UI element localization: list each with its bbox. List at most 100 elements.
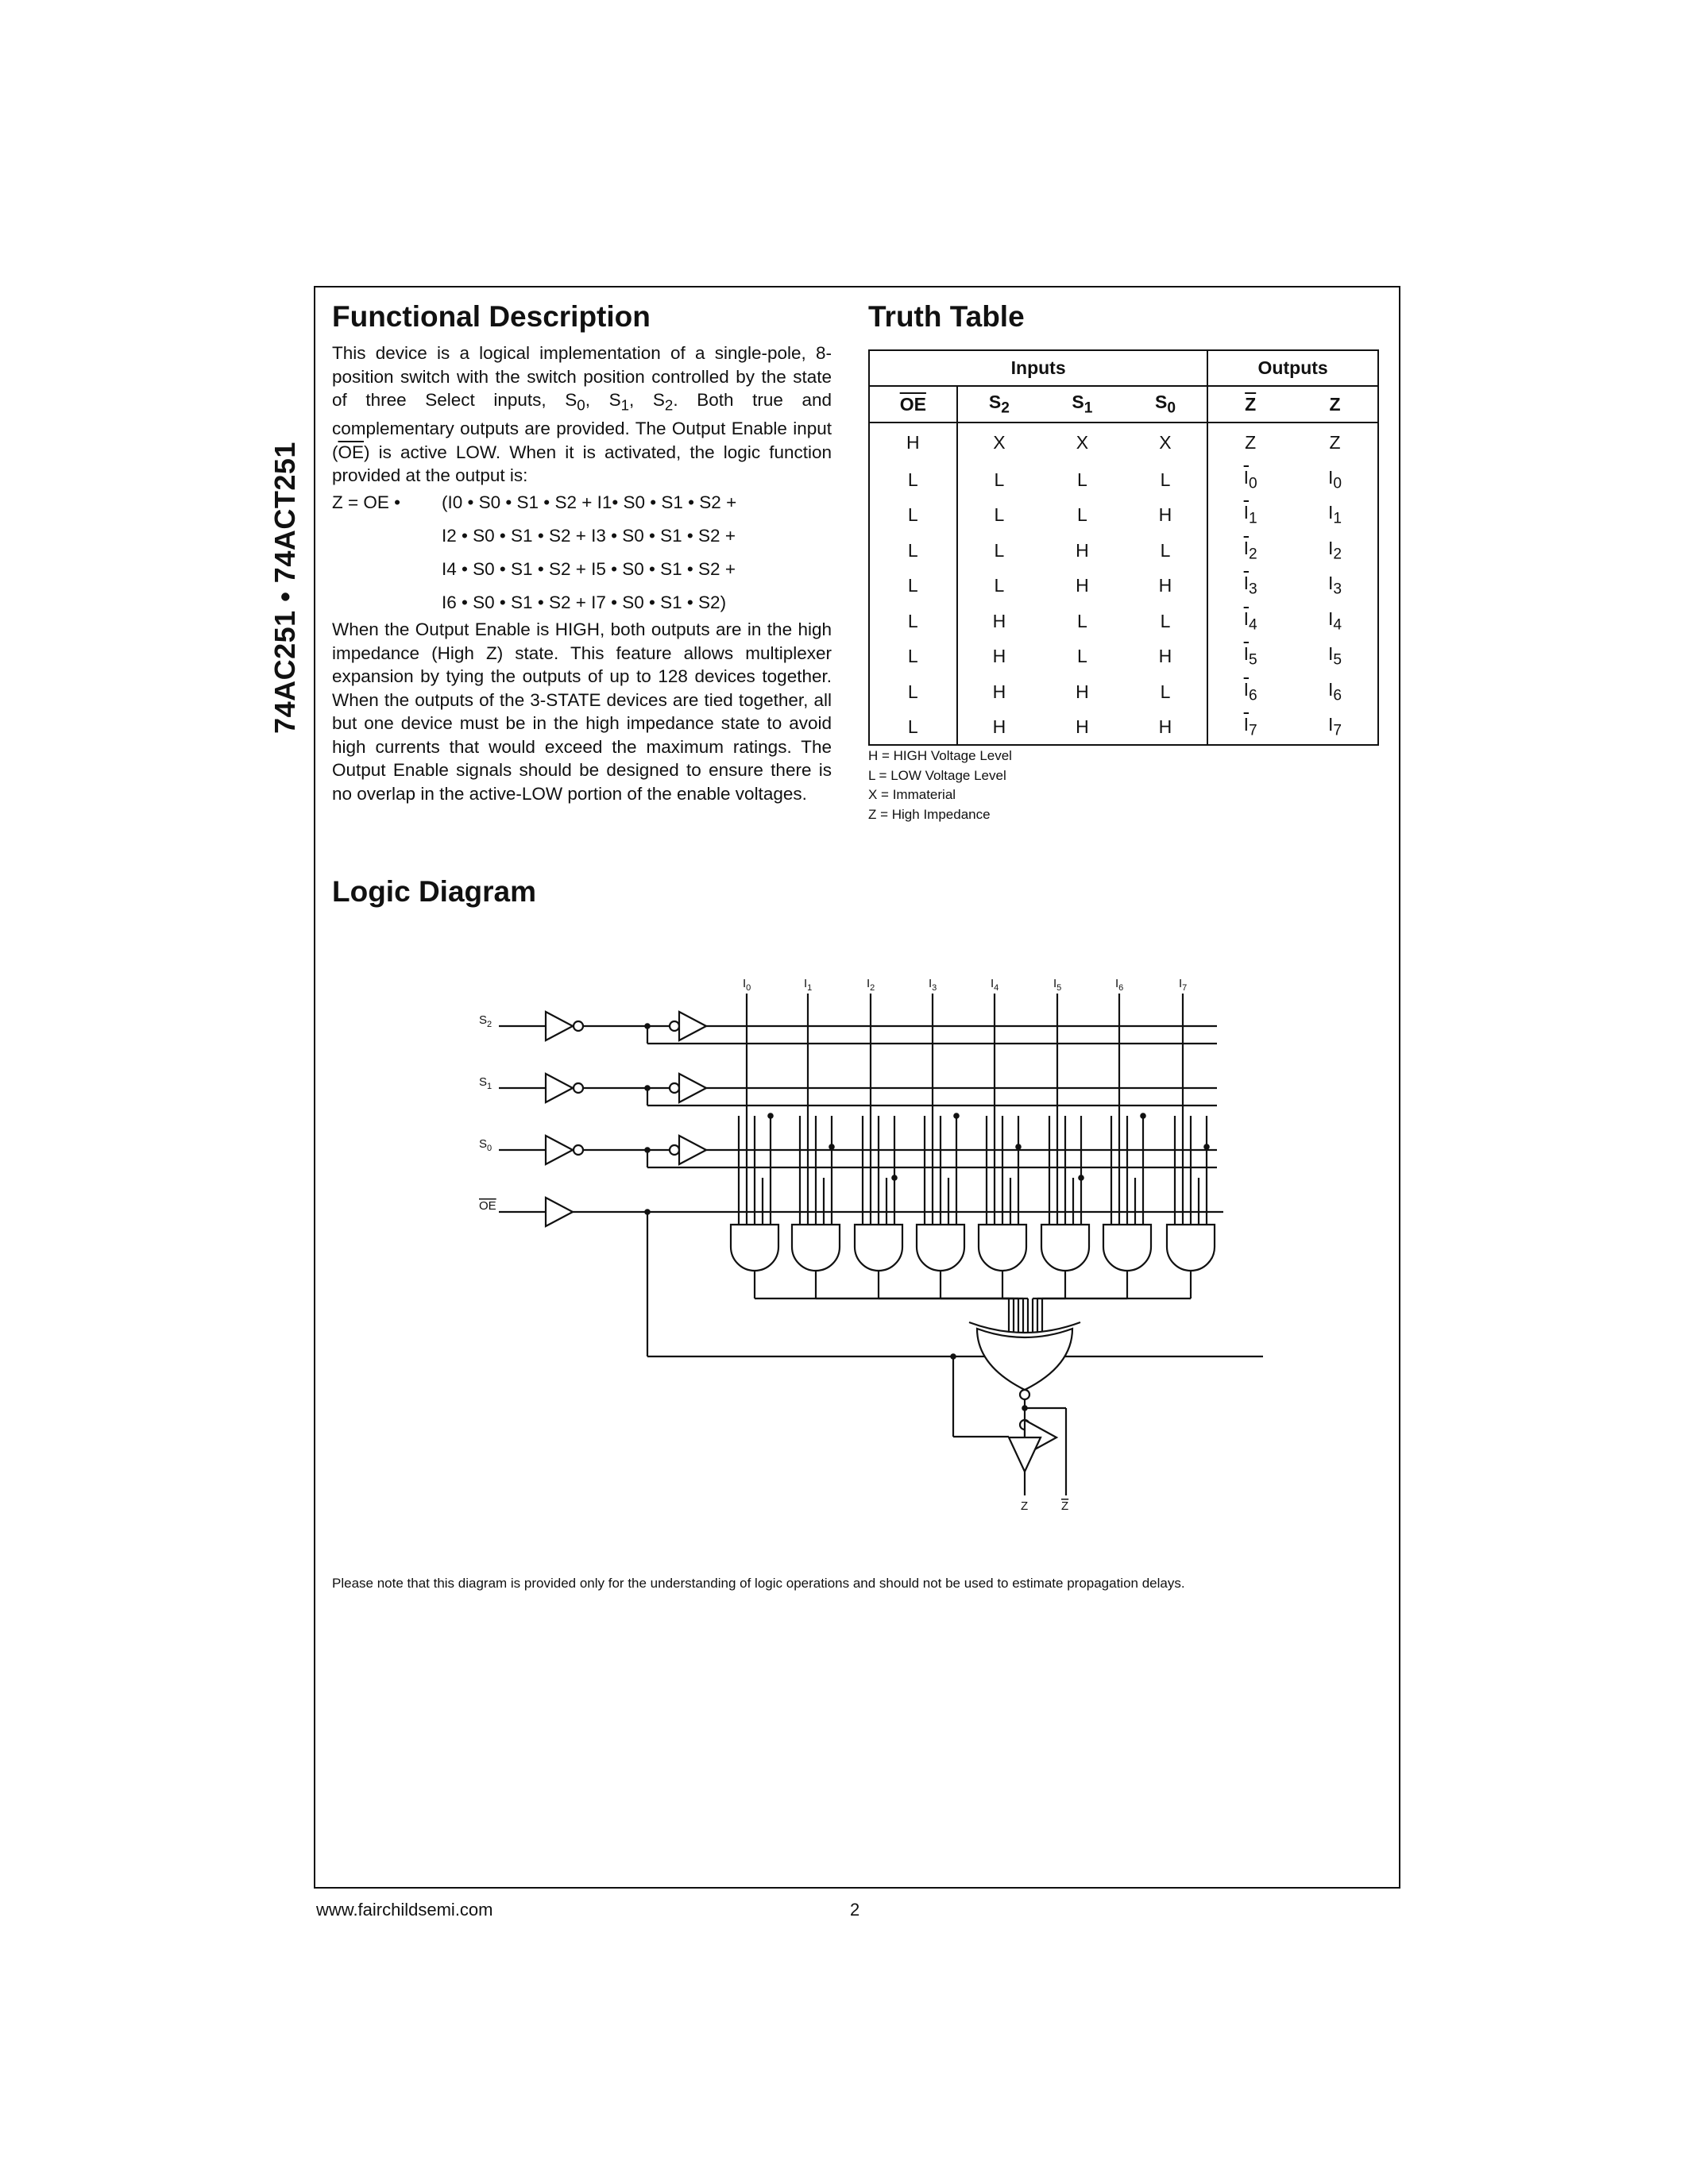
table-cell: L [868,462,958,498]
inversion-bubble [572,1082,585,1094]
table-cell: L [994,575,1005,596]
table-cell: H [1123,497,1209,533]
select-input-label: S1 [479,1075,492,1091]
inversion-bubble [668,1082,681,1094]
select-input-label: S0 [479,1137,492,1153]
and-gate [729,1223,780,1272]
table-cell: L [994,469,1005,490]
table-cell: I7 [1207,709,1293,746]
functional-description-heading: Functional Description [332,300,651,333]
output-z-label: Z [1021,1499,1028,1513]
formula-line-1: (I0 • S0 • S1 • S2 + I1• S0 • S1 • S2 + [442,492,737,512]
diagram-note: Please note that this diagram is provide… [332,1576,1185,1591]
table-cell: H [1123,568,1209,604]
data-input-label: I3 [929,977,937,993]
inputs-group-header: Inputs [867,349,1209,387]
table-cell: I1 [1292,497,1379,533]
col-s2: S2 [988,391,1010,417]
table-cell: L [1123,462,1209,498]
and-gate [1165,1223,1216,1272]
footer-url[interactable]: www.fairchildsemi.com [316,1900,493,1920]
table-cell: H [1076,539,1089,561]
table-cell: I6 [1243,678,1257,704]
inversion-bubble [572,1144,585,1156]
functional-paragraph-1: This device is a logical implementation … [332,341,832,488]
legend-line: H = HIGH Voltage Level [868,748,1012,763]
table-cell: L [1077,646,1087,667]
page-number: 2 [850,1900,860,1920]
table-cell: L [994,504,1005,526]
table-cell: H [956,709,1041,746]
junction-dot [953,1113,960,1119]
table-cell: H [1123,639,1209,674]
data-input-label: I5 [1053,977,1061,993]
table-cell: I3 [1243,573,1257,599]
inversion-bubble [572,1020,585,1032]
table-cell: I2 [1292,533,1379,569]
junction-dot [1078,1175,1084,1181]
junction-dot [1015,1144,1022,1150]
col-oe: OE [868,386,958,423]
table-cell: H [992,646,1006,667]
table-cell: H [868,423,958,462]
and-gate [977,1223,1028,1272]
inverter-gate [678,1010,709,1042]
truth-table-column-header: OE S2 S1 S0 Z Z [868,386,1379,423]
para1-oe: OE [338,442,365,462]
table-cell: L [1077,504,1087,526]
logic-diagram-heading: Logic Diagram [332,875,536,908]
functional-paragraph-2: When the Output Enable is HIGH, both out… [332,619,832,804]
logic-function-formula: Z = OE • (I0 • S0 • S1 • S2 + I1• S0 • S… [332,486,832,621]
junction-dot [1203,1144,1210,1150]
select-input-label: S2 [479,1013,492,1029]
side-title-text: 74AC251 • 74ACT251 [268,442,301,734]
para1-text-e: , S [629,390,665,410]
col-s1: S1 [1072,391,1093,417]
inverter-gate [544,1010,575,1042]
table-cell: I2 [1243,537,1257,563]
table-cell: Z [1292,423,1379,462]
table-cell: I3 [1292,568,1379,604]
formula-line-3: I4 • S0 • S1 • S2 + I5 • S0 • S1 • S2 + [442,559,736,579]
para1-text-c: , S [585,390,621,410]
table-cell: I5 [1243,643,1257,669]
table-cell: I4 [1292,604,1379,639]
truth-table-heading: Truth Table [868,300,1025,333]
table-cell: L [1077,610,1087,631]
legend-line: L = LOW Voltage Level [868,767,1006,783]
col-z-bar: Z [1245,393,1257,415]
table-cell: L [1123,674,1209,710]
table-cell: I0 [1243,466,1257,492]
inversion-bubble [1018,1388,1031,1401]
inversion-bubble [668,1144,681,1156]
truth-table-group-header: Inputs Outputs [867,349,1379,387]
nor-gate [975,1327,1074,1391]
table-cell: L [868,533,958,569]
table-cell: L [1123,604,1209,639]
table-cell: X [1123,423,1209,462]
data-input-label: I4 [991,977,999,993]
para1-sub-s2: 2 [664,396,674,414]
table-cell: L [868,709,958,746]
para1-sub-s0: 0 [577,396,585,414]
formula-line-2: I2 • S0 • S1 • S2 + I3 • S0 • S1 • S2 + [442,526,736,546]
side-part-number: 74AC251 • 74ACT251 [268,442,301,734]
table-cell: H [992,610,1006,631]
col-s0: S0 [1123,386,1209,423]
table-cell: H [992,681,1006,702]
table-cell: I6 [1292,674,1379,710]
and-gate [1040,1223,1091,1272]
para1-text-i: ) is active LOW. When it is activated, t… [332,442,832,486]
data-input-label: I6 [1115,977,1123,993]
table-cell: X [1076,432,1089,453]
inverter-gate [544,1072,575,1104]
data-input-label: I1 [804,977,812,993]
table-cell: L [868,497,958,533]
junction-dot [829,1144,835,1150]
